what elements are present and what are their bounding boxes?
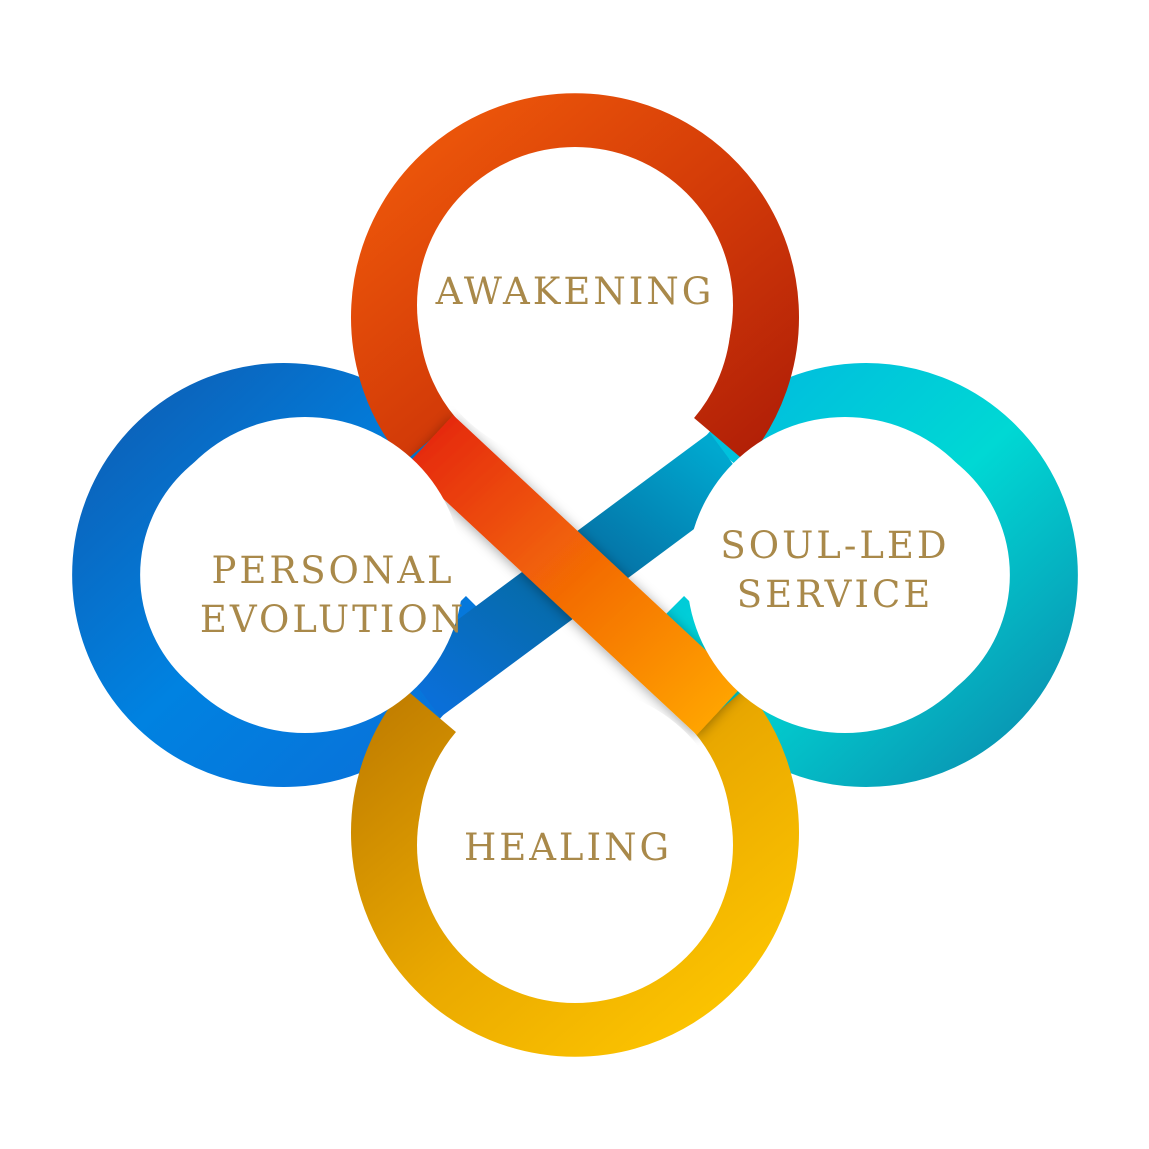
personal-evolution-disc [147,417,463,733]
awakening-disc [417,147,733,463]
soul-led-service-label-line1: SOUL-LED [720,524,949,567]
soul-led-service-disc [687,417,1003,733]
personal-evolution-ring [72,363,515,787]
awakening-label: AWAKENING [435,270,715,313]
orange-crossing [406,415,744,735]
personal-evolution-label-line1: PERSONAL [211,549,454,592]
soul-led-service-label-line2: SERVICE [737,573,934,616]
personal-evolution-label-line2: EVOLUTION [200,598,466,641]
soul-led-service-ring [635,363,1078,787]
healing-label: HEALING [464,826,672,869]
healing-disc [417,687,733,1003]
awakening-ring [351,93,799,462]
healing-ring [351,688,799,1057]
